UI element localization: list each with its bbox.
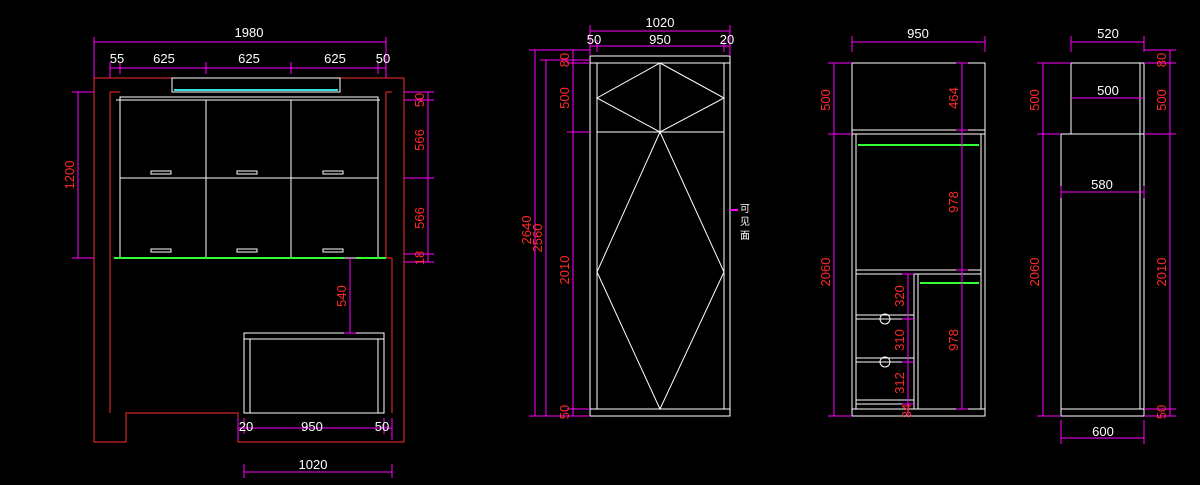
view-1-handle xyxy=(236,170,258,175)
view-2-large-diamond xyxy=(596,130,725,411)
view-1-dim-desk-right: 50 xyxy=(375,419,389,434)
view-4-dim-lower-height: 2060 xyxy=(1027,258,1042,287)
view-1-dim-total-width: 1980 xyxy=(235,25,264,40)
view-2-visible-face-label: 见 xyxy=(740,216,750,228)
view-3-dim-upper-height: 500 xyxy=(818,89,833,111)
view-2-dim-upper-door: 500 xyxy=(557,87,572,109)
view-1-dim-door-2: 625 xyxy=(238,51,260,66)
view-3-dim-drawer-1: 320 xyxy=(892,285,907,307)
view-1-dim-desk-width: 950 xyxy=(301,419,323,434)
view-2-visible-face-label: 面 xyxy=(740,231,750,242)
view-2-wardrobe-front: 1020 50 950 20 2640 2560 80 500 2010 50 … xyxy=(519,15,750,419)
view-3-drawer xyxy=(855,357,915,363)
view-1-dim-lower-door: 566 xyxy=(412,207,427,229)
view-4-dim-top-inner-depth: 500 xyxy=(1097,83,1119,98)
view-1-handle xyxy=(150,170,172,175)
view-1-inner-frame xyxy=(109,91,393,413)
view-2-dim-bottom-rail: 50 xyxy=(557,405,572,419)
view-2-dim-right-gap: 20 xyxy=(720,32,734,47)
view-3-dim-lower-height: 2060 xyxy=(818,258,833,287)
view-1-handle xyxy=(322,248,344,253)
view-3-drawer xyxy=(855,399,915,405)
view-2-dim-total-height: 2640 xyxy=(519,216,534,245)
view-1-dim-upper-door: 566 xyxy=(412,129,427,151)
view-4-body xyxy=(1060,133,1145,417)
view-2-dim-left-gap: 50 xyxy=(587,32,601,47)
view-4-dim-body-depth: 580 xyxy=(1091,177,1113,192)
view-2-dim-door-width: 950 xyxy=(649,32,671,47)
view-1-handle xyxy=(150,248,172,253)
view-3-dim-plinth: 34 xyxy=(899,404,914,418)
view-2-dim-total-width: 1020 xyxy=(646,15,675,30)
view-1-dim-right-gap: 50 xyxy=(376,51,390,66)
view-1-dim-desk-total: 1020 xyxy=(299,457,328,472)
view-3-dim-lower-hanging: 978 xyxy=(946,329,961,351)
view-3-dim-hanging-space: 978 xyxy=(946,191,961,213)
view-1-dim-desk-clearance: 540 xyxy=(334,285,349,307)
view-1-dim-left-gap: 55 xyxy=(110,51,124,66)
view-4-side-section: 520 500 580 600 500 2060 80 500 2010 50 xyxy=(1027,26,1176,444)
view-3-dim-top-compartment: 464 xyxy=(946,87,961,109)
view-1-desk xyxy=(243,332,385,414)
view-2-carcass xyxy=(589,55,731,417)
view-4-dim-upper-section: 500 xyxy=(1154,89,1169,111)
view-1-dim-desk-left: 20 xyxy=(239,419,253,434)
view-1-dim-door-1: 625 xyxy=(153,51,175,66)
view-1-handle xyxy=(236,248,258,253)
view-2-dim-carcass-height: 2560 xyxy=(530,224,545,253)
view-2-visible-face-label: 可 xyxy=(740,204,750,215)
view-1-wall-frame xyxy=(93,77,405,443)
view-1-dim-door-3: 625 xyxy=(324,51,346,66)
view-3-carcass xyxy=(851,62,986,417)
view-2-dim-top-rail: 80 xyxy=(557,53,572,67)
view-4-dim-base-depth: 600 xyxy=(1092,424,1114,439)
view-3-drawer-knob xyxy=(879,356,891,368)
view-3-dim-drawer-3: 312 xyxy=(892,372,907,394)
view-3-drawer xyxy=(855,314,915,320)
view-1-light-box xyxy=(171,77,341,93)
view-1-elevation: 1980 55 625 625 625 50 1200 50 566 566 1… xyxy=(62,25,434,478)
view-2-dim-lower-door: 2010 xyxy=(557,256,572,285)
view-4-dim-upper-height: 500 xyxy=(1027,89,1042,111)
view-3-wardrobe-interior: 950 500 2060 464 978 320 310 312 978 34 xyxy=(818,26,986,418)
view-4-dim-bottom-rail: 50 xyxy=(1154,405,1169,419)
view-3-dim-drawer-2: 310 xyxy=(892,329,907,351)
view-4-dim-top-rail: 80 xyxy=(1154,53,1169,67)
view-1-dim-top-gap: 50 xyxy=(412,93,427,107)
view-1-handle xyxy=(322,170,344,175)
view-4-dim-top-depth: 520 xyxy=(1097,26,1119,41)
view-1-dim-cabinet-height: 1200 xyxy=(62,161,77,190)
view-1-dim-shelf-thickness: 18 xyxy=(412,251,427,265)
view-3-drawer-knob xyxy=(879,313,891,325)
view-3-dim-width: 950 xyxy=(907,26,929,41)
view-4-dim-lower-section: 2010 xyxy=(1154,258,1169,287)
